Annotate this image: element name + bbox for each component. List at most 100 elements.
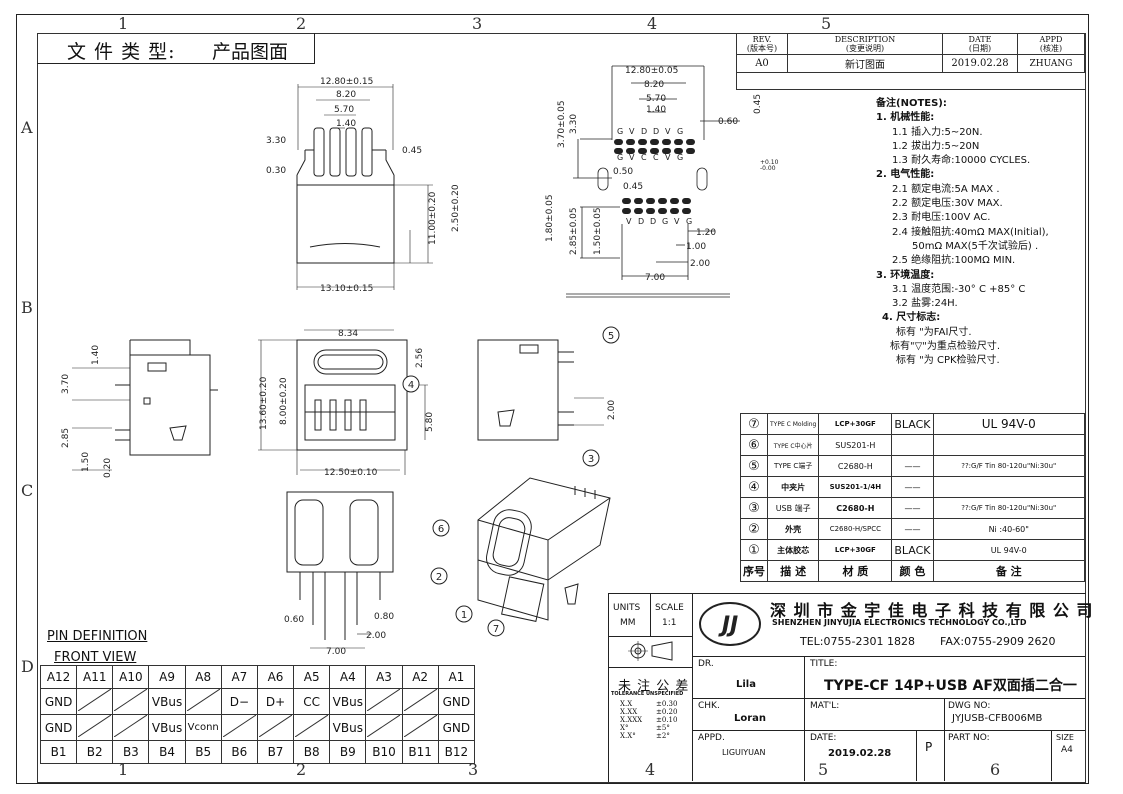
note-3-1: 3.1 温度范围:-30° C +85° C bbox=[892, 283, 1026, 295]
row1-cell: D+ bbox=[256, 688, 295, 715]
bom-row-5: ⑤ TYPE C端子 C2680-H —— ??:G/F Tin 80-120u… bbox=[740, 455, 1086, 477]
bom-desc: TYPE C中心片 bbox=[766, 434, 820, 456]
top-cell: A4 bbox=[329, 665, 367, 689]
description-value: 新订图面 bbox=[787, 54, 943, 73]
row1-cell bbox=[76, 688, 114, 715]
note-2-3: 2.3 耐电压:100V AC. bbox=[892, 212, 991, 224]
bom-header-color: 颜 色 bbox=[891, 560, 934, 582]
zone-bottom-4: 4 bbox=[645, 760, 656, 779]
units-label: UNITS bbox=[613, 603, 641, 613]
zone-left-c: C bbox=[21, 481, 34, 500]
bom-material: SUS201-H bbox=[818, 434, 893, 456]
note-1: 1. 机械性能: bbox=[876, 112, 935, 124]
bottom-cell: B12 bbox=[437, 740, 476, 764]
revision-left-line bbox=[736, 33, 737, 89]
dwg-cell: DWG NO: JYJUSB-CFB006MB bbox=[944, 698, 1085, 731]
bom-remark: ??:G/F Tin 80-120u"Ni:30u" bbox=[932, 497, 1086, 519]
date-value: 2019.02.28 bbox=[828, 748, 892, 759]
bom-desc: 主体胶芯 bbox=[766, 539, 820, 561]
tol-val: ±0.30 bbox=[656, 700, 678, 708]
empty-diagonal-icon bbox=[222, 714, 257, 738]
bottom-cell: B2 bbox=[76, 740, 114, 764]
projection-box bbox=[608, 636, 693, 668]
pin-definition-title: PIN DEFINITION bbox=[47, 629, 148, 644]
tol-val: ±0.20 bbox=[656, 708, 678, 716]
chk-label: CHK. bbox=[698, 701, 720, 711]
top-cell: A7 bbox=[220, 665, 258, 689]
bom-remark bbox=[932, 476, 1086, 498]
bottom-cell: B6 bbox=[220, 740, 258, 764]
appd-value: ZHUANG bbox=[1017, 54, 1085, 73]
tol-row: X.XX ±0.20 bbox=[620, 708, 677, 716]
zone-left-d: D bbox=[21, 657, 34, 676]
bom-color bbox=[891, 434, 934, 456]
bom-no: ⑥ bbox=[740, 434, 768, 456]
title-cell: TITLE: TYPE-CF 14P+USB AF双面插二合一 bbox=[804, 656, 1085, 699]
title-label: TITLE: bbox=[810, 659, 838, 669]
tol-val: ±2° bbox=[656, 732, 670, 740]
top-cell: A5 bbox=[293, 665, 331, 689]
bom-material: C2680-H bbox=[818, 455, 893, 477]
zone-top-3: 3 bbox=[472, 14, 483, 33]
note-2-2: 2.2 额定电压:30V MAX. bbox=[892, 198, 1003, 210]
description-header: DESCRIPTION (变更说明) bbox=[787, 33, 943, 55]
bom-table: ⑦ TYPE C Molding LCP+30GF BLACK UL 94V-0… bbox=[740, 413, 1086, 582]
bom-remark: Ni :40-60" bbox=[932, 518, 1086, 540]
top-cell: A9 bbox=[148, 665, 186, 689]
note-2-4: 2.4 接触阻抗:40mΩ MAX(Initial), bbox=[892, 226, 1049, 238]
row1-cell: D− bbox=[220, 688, 258, 715]
row2-cell: Vconn bbox=[184, 714, 222, 741]
bom-remark: UL 94V-0 bbox=[932, 413, 1086, 435]
row2-cell bbox=[365, 714, 403, 741]
bom-color: BLACK bbox=[891, 413, 934, 435]
dwg-label: DWG NO: bbox=[948, 701, 991, 711]
bom-no: ⑦ bbox=[740, 413, 768, 435]
bom-no: ② bbox=[740, 518, 768, 540]
bom-row-7: ⑦ TYPE C Molding LCP+30GF BLACK UL 94V-0 bbox=[740, 413, 1086, 435]
part-label: PART NO: bbox=[948, 733, 990, 743]
bom-material: LCP+30GF bbox=[818, 413, 893, 435]
tol-row: X.X±0.30 bbox=[620, 700, 677, 708]
bom-header-material: 材 质 bbox=[818, 560, 893, 582]
tolerance-sub: TOLERANCE UNSPECIFIED bbox=[611, 691, 684, 697]
doc-type-box: 文 件 类 型: 产品图面 bbox=[37, 33, 315, 64]
note-2-5: 2.5 绝缘阻抗:100MΩ MIN. bbox=[892, 255, 1016, 267]
row1-cell bbox=[112, 688, 150, 715]
tol-val: ±0.10 bbox=[656, 716, 678, 724]
row1-cell bbox=[184, 688, 222, 715]
bottom-cell: B5 bbox=[184, 740, 222, 764]
row1-cell: GND bbox=[39, 688, 78, 715]
company-header: JJ 深 圳 市 金 宇 佳 电 子 科 技 有 限 公 司 SHENZHEN … bbox=[692, 593, 1092, 657]
top-cell: A3 bbox=[365, 665, 403, 689]
size-value: A4 bbox=[1061, 745, 1073, 755]
tol-row: X°±5° bbox=[620, 724, 677, 732]
bom-remark bbox=[932, 434, 1086, 456]
bom-row-1: ① 主体胶芯 LCP+30GF BLACK UL 94V-0 bbox=[740, 539, 1086, 561]
row1-cell: VBus bbox=[329, 688, 367, 715]
bottom-cell: B8 bbox=[293, 740, 331, 764]
tolerance-box: 未 注 公 差 TOLERANCE UNSPECIFIED X.X±0.30 X… bbox=[608, 667, 693, 781]
company-fax: FAX:0755-2909 2620 bbox=[940, 635, 1056, 648]
dr-value: Lila bbox=[736, 679, 756, 690]
units-box: UNITS MM SCALE 1:1 bbox=[608, 593, 693, 637]
empty-diagonal-icon bbox=[77, 688, 112, 712]
top-cell: A8 bbox=[184, 665, 222, 689]
date-value: 2019.02.28 bbox=[942, 54, 1018, 73]
note-3-2: 3.2 盐雾:24H. bbox=[892, 298, 958, 310]
row2-cell: GND bbox=[39, 714, 78, 741]
bottom-cell: B11 bbox=[401, 740, 439, 764]
note-1-1: 1.1 插入力:5~20N. bbox=[892, 126, 983, 138]
bom-color: BLACK bbox=[891, 539, 934, 561]
row1-cell bbox=[401, 688, 439, 715]
note-4-1: 标有 "为FAI尺寸. bbox=[896, 326, 972, 338]
row2-cell bbox=[401, 714, 439, 741]
appd-label: APPD. bbox=[698, 733, 725, 743]
date-header: DATE (日期) bbox=[942, 33, 1018, 55]
bottom-cell: B10 bbox=[365, 740, 403, 764]
bottom-cell: B9 bbox=[329, 740, 367, 764]
bom-no: ③ bbox=[740, 497, 768, 519]
p-value: P bbox=[925, 740, 933, 754]
zone-bottom-6: 6 bbox=[990, 760, 1001, 779]
tol-key: X.XX bbox=[620, 708, 638, 716]
note-2-4b: 50mΩ MAX(5千次试验后) . bbox=[912, 240, 1039, 252]
